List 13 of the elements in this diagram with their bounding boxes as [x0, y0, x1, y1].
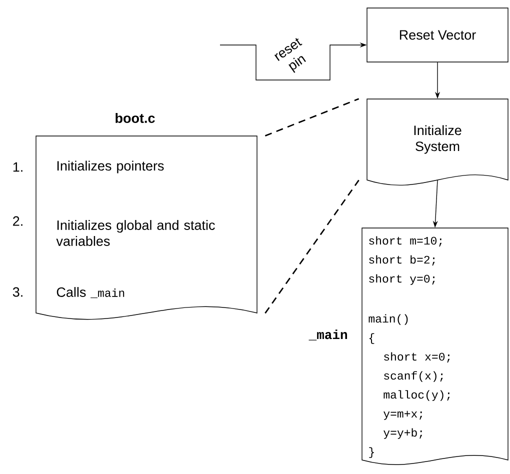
list-item: Initializes pointers [57, 160, 164, 174]
list-number: 2. [13, 216, 22, 226]
list-number: 1. [13, 162, 22, 172]
function-name: _main [308, 330, 347, 340]
list-item: Calls [56, 287, 86, 297]
code-document: short m=10; short b=2; short y=0; main() { short x=0; scanf(x); malloc(y); y=m+x; y=y+b; } [362, 228, 508, 465]
list-number: 3. [12, 287, 22, 297]
file-name: boot.c [116, 113, 155, 123]
process-box: Reset Vector [366, 8, 508, 62]
zoom-line [264, 98, 360, 136]
function-name: _main [90, 288, 124, 298]
zoom-line [264, 180, 360, 314]
list-item: Initializes global and static variables [56, 220, 215, 246]
